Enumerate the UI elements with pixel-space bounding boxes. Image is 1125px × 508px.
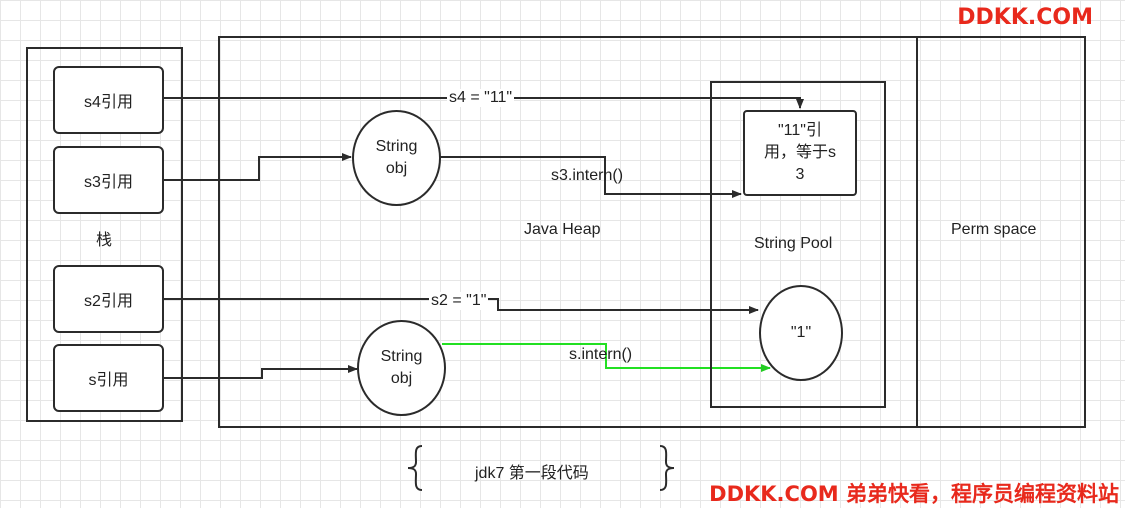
perm-space-label: Perm space	[951, 221, 1037, 238]
string-pool-label: String Pool	[754, 235, 833, 252]
edge-label-s4-assign: s4 = "11"	[447, 89, 515, 107]
watermark-bottom: DDKK.COM 弟弟快看，程序员编程资料站	[709, 482, 1119, 506]
stack-ref-label: s3引用	[84, 174, 133, 191]
edge-s2-to-1	[163, 298, 759, 314]
watermark-top: DDKK.COM	[957, 5, 1093, 30]
stack-ref-s: s引用	[53, 344, 164, 412]
java-heap-label: Java Heap	[524, 221, 601, 238]
stack-ref-s3: s3引用	[53, 146, 164, 214]
stack-ref-label: s4引用	[84, 94, 133, 111]
stack-ref-s2: s2引用	[53, 265, 164, 333]
stack-label: 栈	[96, 232, 113, 249]
string-obj-top: String obj	[352, 110, 441, 206]
stack-ref-label: s2引用	[84, 293, 133, 310]
stack-frame	[26, 47, 183, 422]
caption-brace-left	[407, 445, 423, 491]
edge-label-s3-intern: s3.intern()	[551, 167, 624, 184]
edge-obj-s3-intern	[440, 156, 742, 198]
edge-s3-to-obj	[163, 153, 352, 181]
caption-brace-right	[659, 445, 675, 491]
edge-s4-to-11	[163, 97, 804, 109]
string-obj-bottom: String obj	[357, 320, 446, 416]
caption: jdk7 第一段代码	[475, 465, 589, 482]
edge-label-s2-assign: s2 = "1"	[429, 292, 489, 310]
pool-entry-label: "1"	[790, 324, 812, 341]
edge-obj-s-intern	[442, 343, 771, 372]
stack-ref-s4: s4引用	[53, 66, 164, 134]
edge-label-s-intern: s.intern()	[569, 346, 633, 363]
edge-s-to-obj	[163, 365, 358, 379]
string-obj-label: String obj	[375, 138, 418, 177]
string-obj-label: String obj	[380, 348, 423, 387]
string-pool-frame	[710, 81, 886, 408]
pool-entry-1: "1"	[759, 285, 843, 381]
pool-entry-11: "11"引 用，等于s 3	[743, 110, 857, 196]
pool-entry-label: "11"引 用，等于s 3	[763, 122, 836, 183]
stack-ref-label: s引用	[88, 372, 129, 389]
perm-space-frame	[916, 36, 1086, 428]
